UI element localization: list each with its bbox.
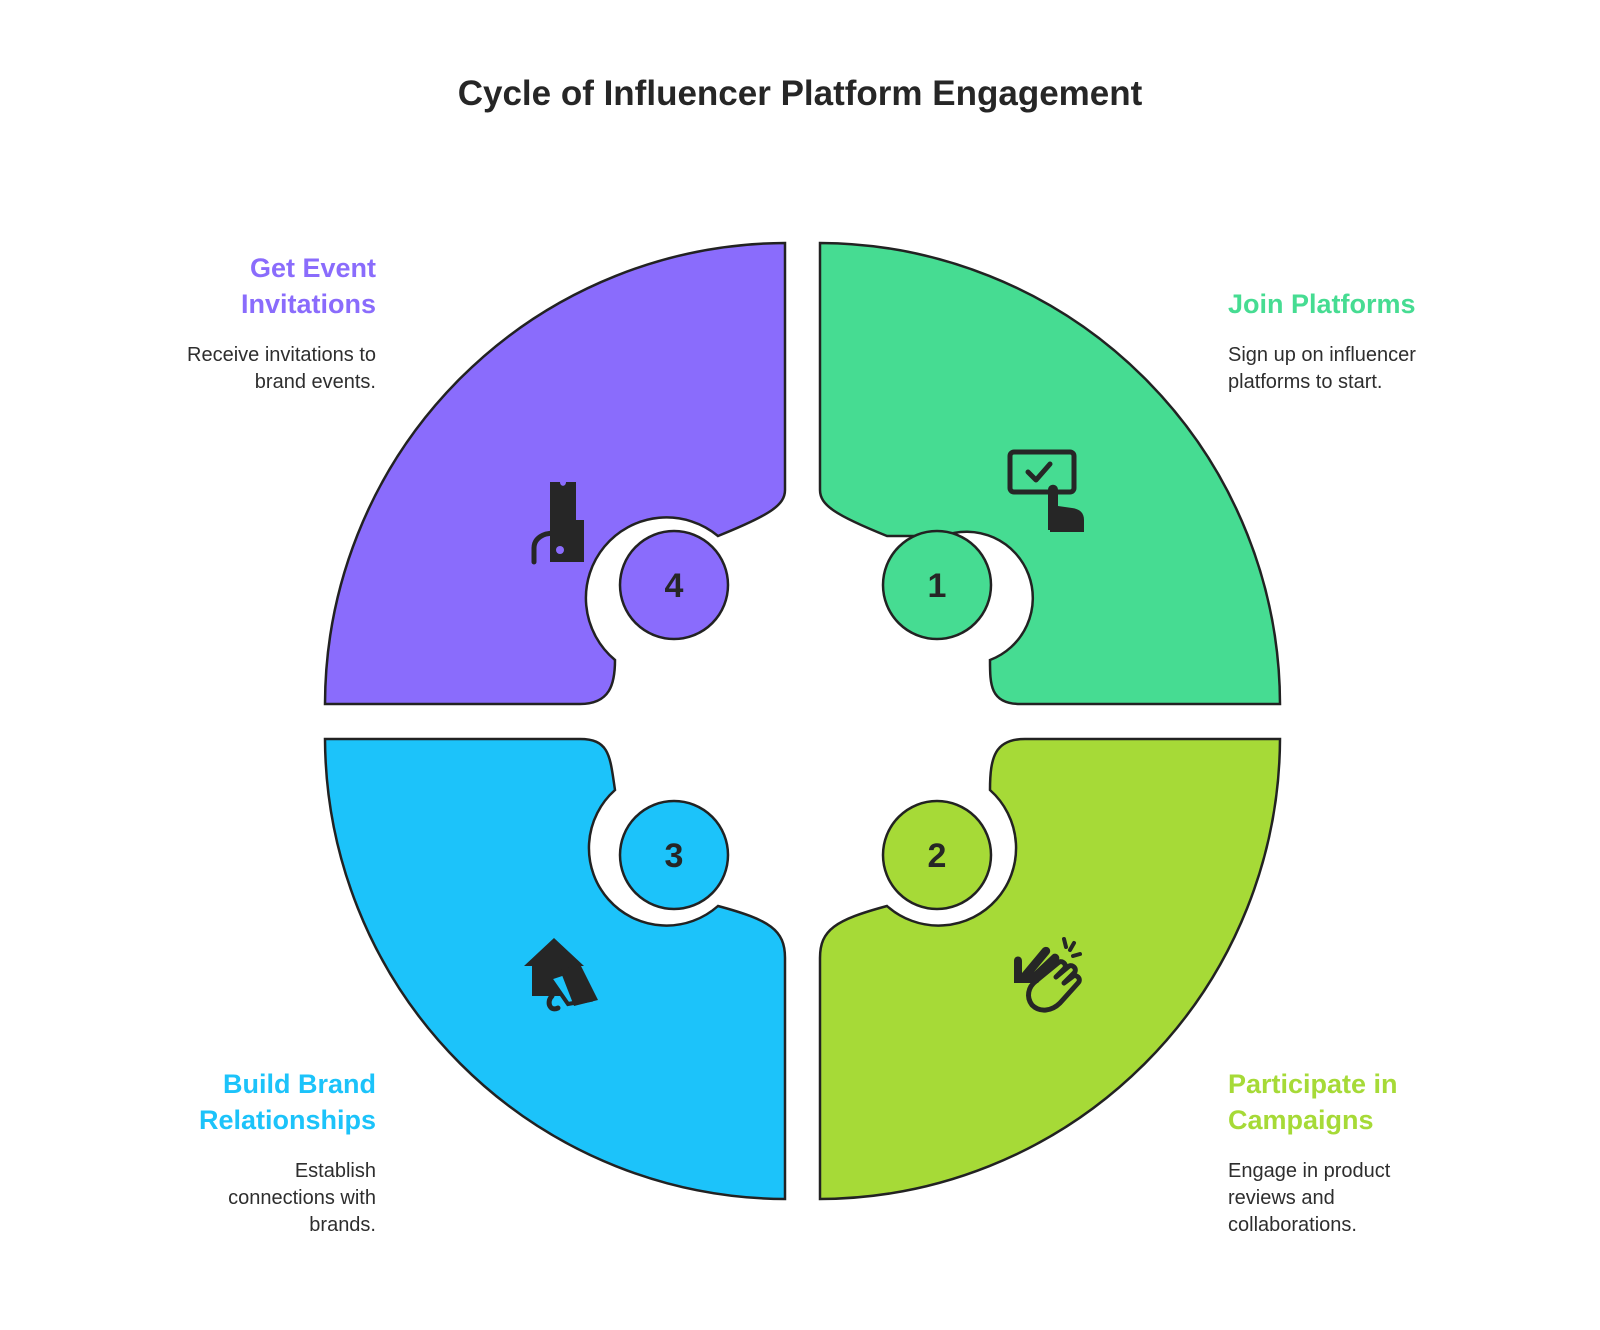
step-circle-1 — [881, 529, 993, 641]
step-description: Establish connections with brands. — [228, 1160, 376, 1236]
step-heading: Participate in Campaigns — [1228, 1069, 1398, 1135]
step-circle-3 — [618, 799, 730, 911]
step-number-2: 2 — [928, 837, 947, 875]
house-megaphone-icon — [524, 938, 598, 1012]
step-number-1: 1 — [928, 567, 947, 605]
step-block-event-invitations: Get Event Invitations Receive invitation… — [116, 250, 376, 396]
step-heading: Get Event Invitations — [240, 253, 376, 319]
quadrant-join-platforms[interactable] — [818, 241, 1282, 706]
step-number-3: 3 — [665, 837, 684, 875]
step-description: Engage in product reviews and collaborat… — [1228, 1160, 1391, 1236]
ticket-hand-icon — [531, 482, 584, 565]
step-number-4: 4 — [665, 567, 684, 605]
clapping-hands-icon — [1014, 937, 1082, 1013]
step-block-participate-campaigns: Participate in Campaigns Engage in produ… — [1228, 1066, 1488, 1239]
quadrant-event-invitations[interactable] — [323, 241, 787, 706]
step-heading: Build Brand Relationships — [198, 1069, 376, 1135]
step-heading: Join Platforms — [1228, 289, 1416, 319]
step-block-join-platforms: Join Platforms Sign up on influencer pla… — [1228, 286, 1488, 396]
step-block-build-relationships: Build Brand Relationships Establish conn… — [116, 1066, 376, 1239]
step-circle-4 — [618, 529, 730, 641]
step-circle-2 — [881, 799, 993, 911]
step-description: Receive invitations to brand events. — [187, 344, 376, 393]
page-title: Cycle of Influencer Platform Engagement — [457, 74, 1143, 113]
step-description: Sign up on influencer platforms to start… — [1228, 344, 1416, 393]
monitor-click-icon — [1007, 449, 1084, 532]
